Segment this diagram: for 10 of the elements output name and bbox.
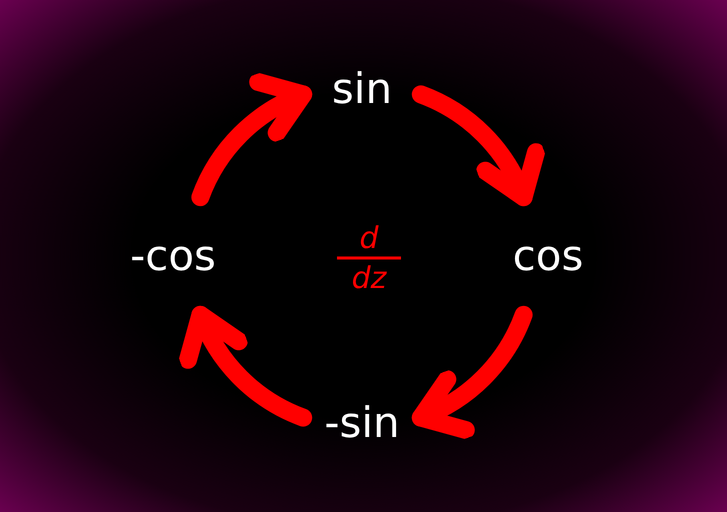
curved-arrow (191, 76, 312, 206)
curved-arrow (182, 306, 312, 427)
fraction-numerator: d (359, 224, 379, 254)
fraction-denominator: dz (352, 264, 386, 294)
function-label: -sin (324, 402, 400, 444)
curved-arrow (412, 306, 533, 436)
function-label: sin (332, 68, 392, 110)
function-label: cos (512, 235, 584, 277)
curved-arrow (412, 85, 542, 206)
function-label: -cos (130, 235, 216, 277)
